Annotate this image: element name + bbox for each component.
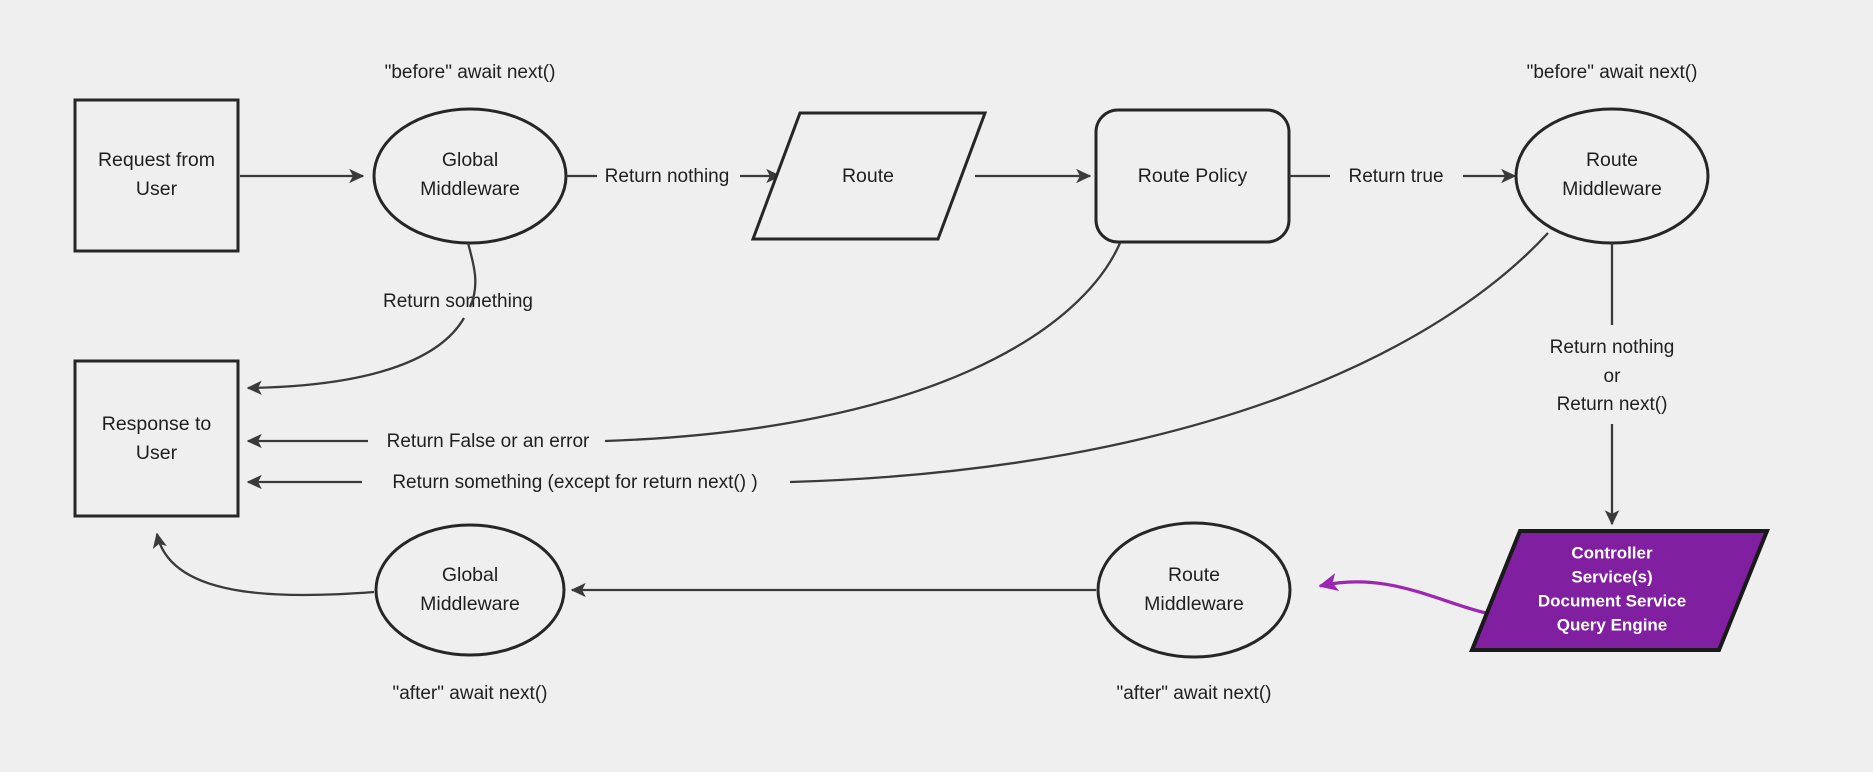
- edge-global-middleware-to-response: [246, 317, 465, 395]
- edge-controller-to-route-middleware-bottom: [1318, 573, 1496, 617]
- route-middleware-bottom-label-line1: Route: [1168, 564, 1220, 586]
- controller-services-label-line3: Document Service: [1538, 591, 1686, 610]
- edge-global-middleware-return-something-stub: [466, 242, 477, 308]
- edge-label-return-false-or-error: Return False or an error: [387, 431, 590, 452]
- node-global-middleware-top[interactable]: Global Middleware: [372, 107, 568, 245]
- edge-label-return-nothing-or-next-line3: Return next(): [1557, 394, 1668, 415]
- route-middleware-bottom-ellipse: [1096, 521, 1292, 659]
- route-parallelogram: [750, 111, 988, 241]
- node-route[interactable]: Route: [750, 111, 988, 241]
- controller-services-parallelogram: [1469, 529, 1770, 652]
- route-middleware-top-label-line2: Middleware: [1562, 178, 1662, 200]
- global-middleware-top-ellipse: [372, 107, 568, 245]
- node-controller-services[interactable]: Controller Service(s) Document Service Q…: [1469, 529, 1770, 652]
- route-policy-label: Route Policy: [1138, 165, 1248, 187]
- node-route-policy[interactable]: Route Policy: [1094, 108, 1291, 244]
- node-global-middleware-bottom[interactable]: Global Middleware: [374, 523, 566, 657]
- node-route-middleware-bottom[interactable]: Route Middleware: [1096, 521, 1292, 659]
- request-from-user-label-line1: Request from: [98, 149, 215, 171]
- edge-route-middleware-to-response-curve: [789, 232, 1549, 484]
- global-middleware-bottom-ellipse: [374, 523, 566, 657]
- edge-route-policy-to-response-curve: [604, 242, 1122, 443]
- route-middleware-top-ellipse: [1514, 107, 1710, 245]
- global-middleware-top-label-line2: Middleware: [420, 178, 520, 200]
- route-middleware-top-label-line1: Route: [1586, 149, 1638, 171]
- node-route-middleware-top[interactable]: Route Middleware: [1514, 107, 1710, 245]
- edge-label-return-nothing-or-next-line1: Return nothing: [1550, 337, 1675, 358]
- edge-label-return-true: Return true: [1348, 166, 1443, 187]
- request-from-user-box: [73, 98, 240, 253]
- node-response-to-user[interactable]: Response to User: [73, 359, 240, 518]
- edge-global-middleware-bottom-to-response: [152, 532, 375, 597]
- node-request-from-user[interactable]: Request from User: [73, 98, 240, 253]
- response-to-user-label-line2: User: [136, 442, 178, 464]
- controller-services-label-line4: Query Engine: [1557, 615, 1668, 634]
- route-middleware-bottom-label-line2: Middleware: [1144, 593, 1244, 615]
- route-label: Route: [842, 165, 894, 187]
- controller-services-label-line2: Service(s): [1571, 567, 1652, 586]
- annotation-before-await-next-route: "before" await next(): [1527, 62, 1698, 83]
- global-middleware-top-label-line1: Global: [442, 149, 498, 171]
- response-to-user-box: [73, 359, 240, 518]
- edge-label-return-something: Return something: [383, 291, 533, 312]
- edge-label-return-something-except: Return something (except for return next…: [392, 472, 757, 493]
- global-middleware-bottom-label-line1: Global: [442, 564, 498, 586]
- annotation-after-await-next-global: "after" await next(): [393, 683, 548, 704]
- annotation-before-await-next-global: "before" await next(): [385, 62, 556, 83]
- annotation-after-await-next-route: "after" await next(): [1117, 683, 1272, 704]
- response-to-user-label-line1: Response to: [102, 413, 212, 435]
- global-middleware-bottom-label-line2: Middleware: [420, 593, 520, 615]
- request-from-user-label-line2: User: [136, 178, 178, 200]
- edge-label-return-nothing-or-next-line2: or: [1604, 366, 1622, 387]
- controller-services-label-line1: Controller: [1571, 543, 1653, 562]
- edge-label-return-nothing: Return nothing: [605, 166, 730, 187]
